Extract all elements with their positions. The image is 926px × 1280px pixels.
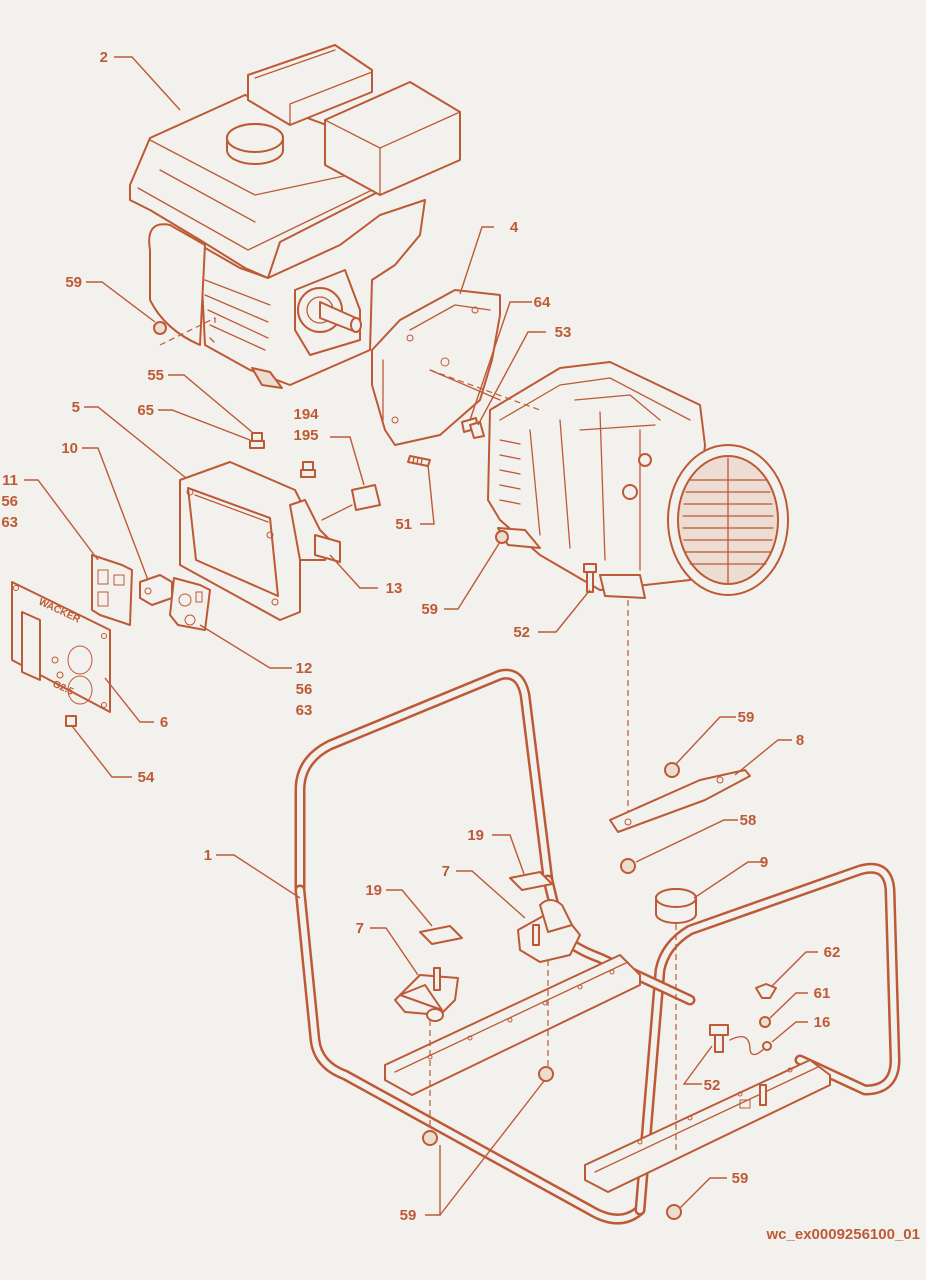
- control-box: [179, 461, 341, 621]
- callout-2: 2: [100, 49, 108, 66]
- stud-51: [407, 455, 431, 467]
- callout-19-a: 19: [467, 827, 484, 844]
- screw-194-195: [300, 461, 316, 478]
- receptacle-11: [91, 554, 133, 626]
- screw-55-65: [249, 432, 265, 449]
- callout-12-56-63-line-2: 63: [296, 702, 313, 719]
- callout-12-56-63-line-1: 56: [296, 681, 313, 698]
- callout-59-gen: 59: [421, 601, 438, 618]
- callout-5: 5: [72, 399, 80, 416]
- callout-194-195-line-0: 194: [293, 406, 319, 423]
- callout-54: 54: [138, 769, 155, 786]
- drawing-code: wc_ex0009256100_01: [766, 1226, 921, 1243]
- callout-13: 13: [386, 580, 403, 597]
- circuit-breaker-10: [139, 574, 173, 606]
- alternator: [487, 361, 789, 599]
- bolt-53: [469, 421, 485, 439]
- callout-1: 1: [204, 847, 212, 864]
- isolator-7-a: [517, 899, 581, 963]
- callout-194-195-line-1: 195: [293, 427, 318, 444]
- callout-58: 58: [740, 812, 757, 829]
- callout-59-plate: 59: [738, 709, 755, 726]
- nut-59-plate: [664, 762, 680, 778]
- front-panel: WACKER G2.5: [11, 581, 111, 713]
- pad-19-a: [509, 871, 553, 891]
- washer-61: [759, 1016, 771, 1028]
- callout-7-a: 7: [442, 863, 450, 880]
- callout-61: 61: [814, 985, 831, 1002]
- screw-54: [65, 715, 77, 727]
- callout-11-56-63-line-1: 56: [1, 493, 18, 510]
- callout-10: 10: [61, 440, 78, 457]
- nut-59-engine: [153, 321, 167, 335]
- bolt-52-gen: [583, 563, 597, 593]
- callout-59-right: 59: [732, 1170, 749, 1187]
- wiring-connector: [321, 484, 381, 521]
- callout-8: 8: [796, 732, 804, 749]
- receptacle-12: [169, 577, 211, 631]
- callout-55: 55: [147, 367, 164, 384]
- isolator-7-b: [394, 967, 459, 1022]
- callout-52-frame: 52: [704, 1077, 721, 1094]
- nut-59-gen: [495, 530, 509, 544]
- leader-lines: [24, 56, 818, 1216]
- callout-7-b: 7: [356, 920, 364, 937]
- callout-16: 16: [814, 1014, 831, 1031]
- bolt-52-frame: [709, 1024, 729, 1053]
- adapter-plate: [371, 289, 501, 446]
- engine: [129, 44, 461, 389]
- nut-59-right: [666, 1204, 682, 1220]
- wing-nut-62: [755, 983, 777, 999]
- ground-stud: [759, 1084, 767, 1106]
- frame: [294, 668, 901, 1225]
- nut-58: [620, 858, 636, 874]
- callout-11-56-63-line-2: 63: [1, 514, 18, 531]
- callout-12-56-63-line-0: 12: [296, 660, 313, 677]
- callout-19-b: 19: [365, 882, 382, 899]
- callout-59-engine: 59: [65, 274, 82, 291]
- engine-bolt-axis: [159, 317, 216, 346]
- callout-4: 4: [510, 219, 519, 236]
- ground-strap-16: [729, 1036, 772, 1056]
- pad-19-b: [419, 925, 463, 945]
- callout-62: 62: [824, 944, 841, 961]
- mount-bracket-8: [609, 769, 751, 833]
- callout-52-gen: 52: [513, 624, 530, 641]
- callout-59-bottom: 59: [400, 1207, 417, 1224]
- callout-9: 9: [760, 854, 768, 871]
- nut-59-bottom-a: [538, 1066, 554, 1082]
- callout-51: 51: [395, 516, 412, 533]
- callout-11-56-63-line-0: 11: [2, 472, 18, 489]
- callout-65: 65: [137, 402, 154, 419]
- callout-64: 64: [534, 294, 551, 311]
- rubber-mount-9: [655, 888, 697, 924]
- callout-6: 6: [160, 714, 168, 731]
- callout-53: 53: [555, 324, 572, 341]
- nut-59-bottom-b: [422, 1130, 438, 1146]
